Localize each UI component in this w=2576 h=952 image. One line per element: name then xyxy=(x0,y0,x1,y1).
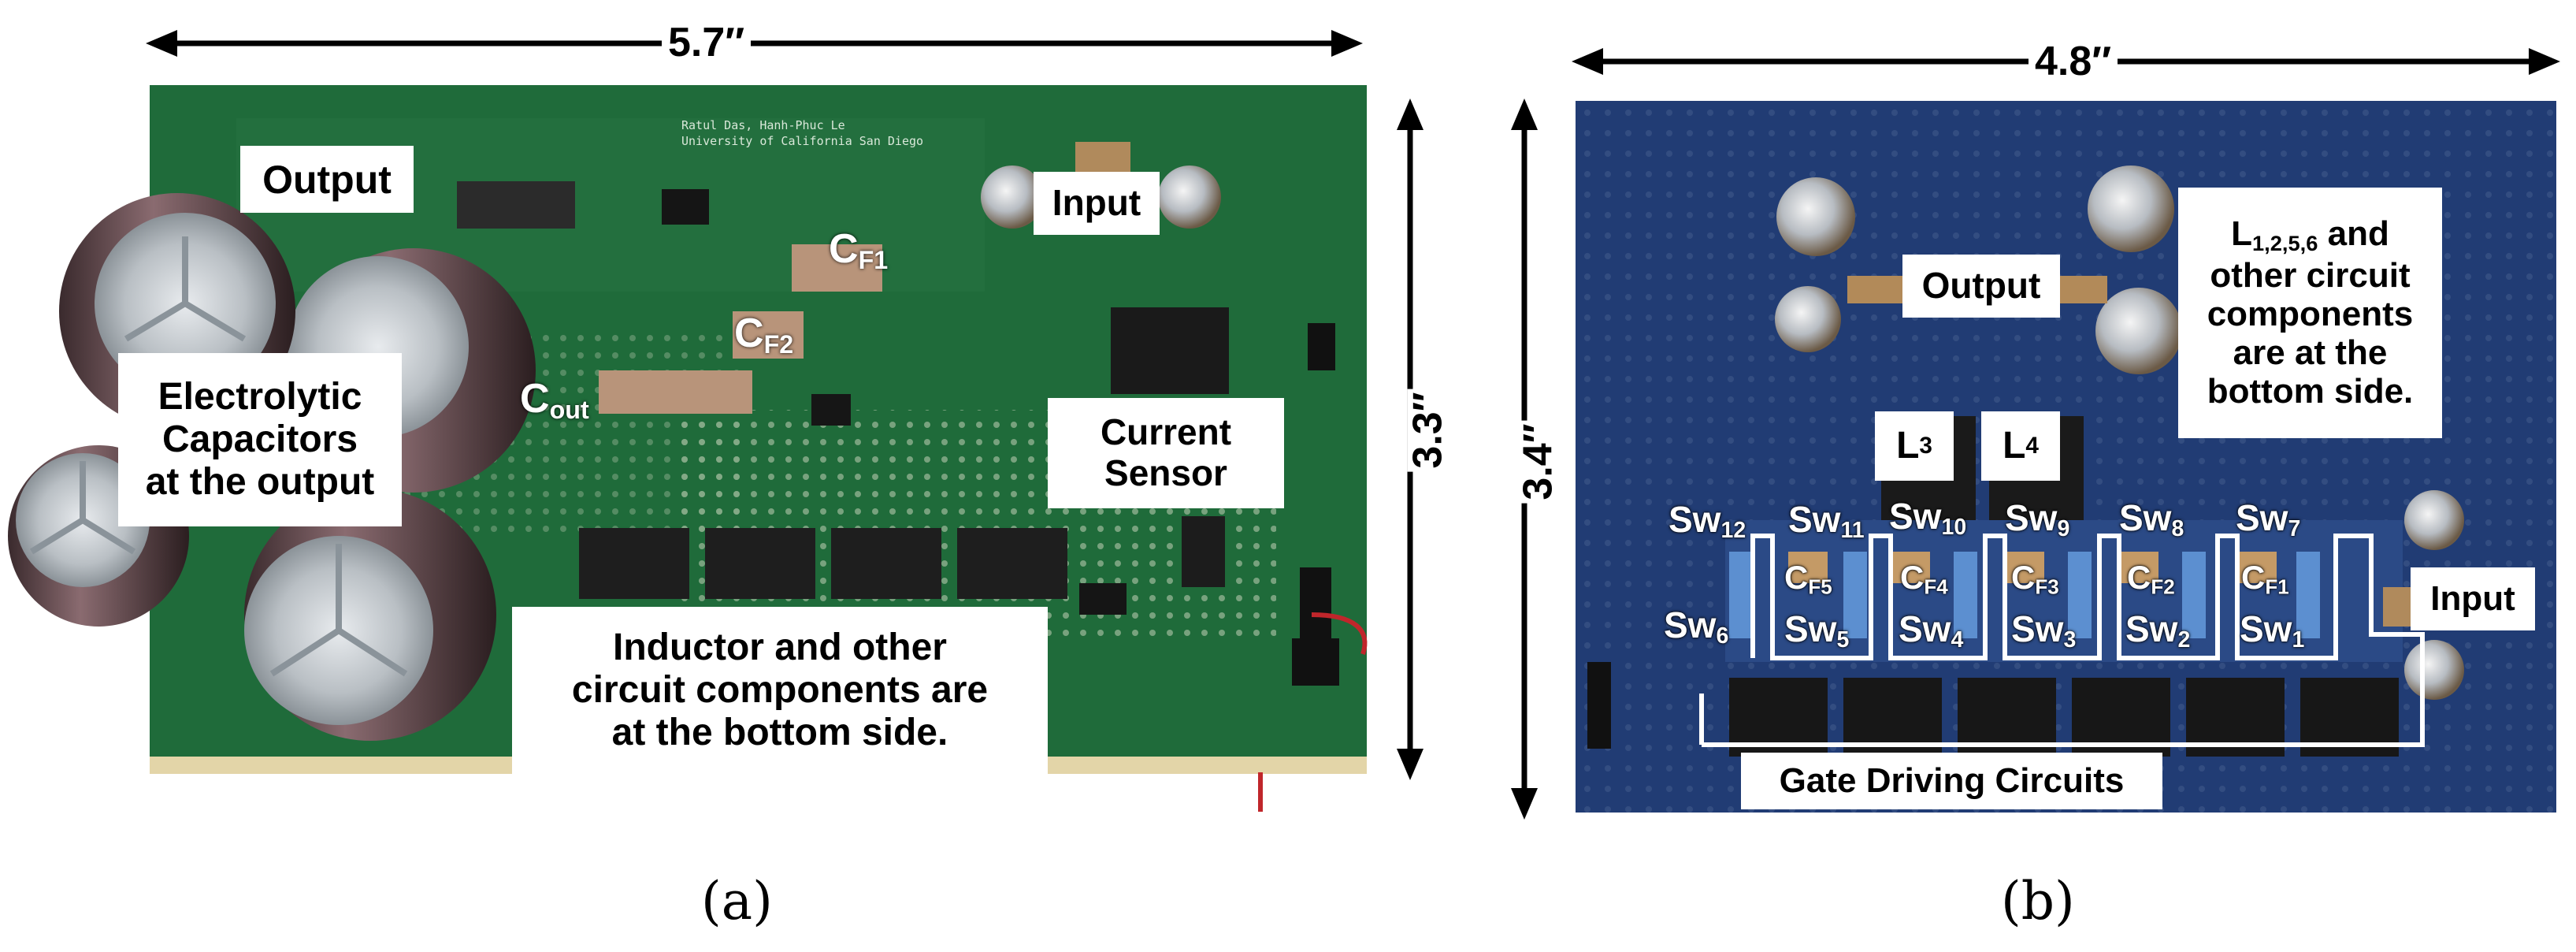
label-cf5: CF5 xyxy=(1784,559,1832,599)
label-cout-a: Cout xyxy=(520,376,589,425)
label-gate-driving-circuits: Gate Driving Circuits xyxy=(1741,753,2162,809)
width-dimension-b: 4.8″ xyxy=(2029,41,2118,82)
label-inductor-bottom-side: Inductor and other circuit components ar… xyxy=(512,607,1048,774)
label-sw4: Sw4 xyxy=(1899,608,1964,653)
label-sw8: Sw8 xyxy=(2119,497,2184,542)
caption-a: (a) xyxy=(701,871,773,932)
label-sw10: Sw10 xyxy=(1889,496,1967,541)
label-input-a: Input xyxy=(1034,172,1160,235)
label-cf1: CF1 xyxy=(2241,559,2289,599)
label-sw7: Sw7 xyxy=(2236,497,2301,542)
board-credit-line-2: University of California San Diego xyxy=(681,133,924,148)
label-sw11: Sw11 xyxy=(1788,499,1865,544)
label-sw1: Sw1 xyxy=(2240,608,2305,653)
label-sw3: Sw3 xyxy=(2011,608,2077,653)
label-inductors-bottom-side: L1,2,5,6 and other circuit components ar… xyxy=(2178,188,2442,438)
label-electrolytic-capacitors: Electrolytic Capacitors at the output xyxy=(118,353,402,526)
board-credit: Ratul Das, Hanh-Phuc Le University of Ca… xyxy=(681,118,923,149)
label-sw9: Sw9 xyxy=(2005,497,2070,542)
label-output-b: Output xyxy=(1902,255,2060,318)
height-dimension-a: 3.3″ xyxy=(1405,389,1451,472)
caption-b: (b) xyxy=(2001,871,2075,932)
board-credit-line-1: Ratul Das, Hanh-Phuc Le xyxy=(681,118,845,132)
label-sw5: Sw5 xyxy=(1784,608,1850,653)
label-input-b: Input xyxy=(2411,567,2535,630)
width-dimension-a: 5.7″ xyxy=(662,22,752,63)
label-sw6: Sw6 xyxy=(1664,604,1729,649)
height-dimension-b: 3.4″ xyxy=(1516,420,1561,504)
label-sw2: Sw2 xyxy=(2125,608,2191,653)
label-sw12: Sw12 xyxy=(1668,499,1746,544)
label-cf2: CF2 xyxy=(2127,559,2175,599)
label-cf4: CF4 xyxy=(1900,559,1948,599)
label-cf2-a: CF2 xyxy=(734,311,794,359)
label-current-sensor: Current Sensor xyxy=(1048,398,1284,508)
label-output-a: Output xyxy=(240,146,414,213)
label-cf3: CF3 xyxy=(2011,559,2059,599)
label-cf1-a: CF1 xyxy=(829,226,889,275)
